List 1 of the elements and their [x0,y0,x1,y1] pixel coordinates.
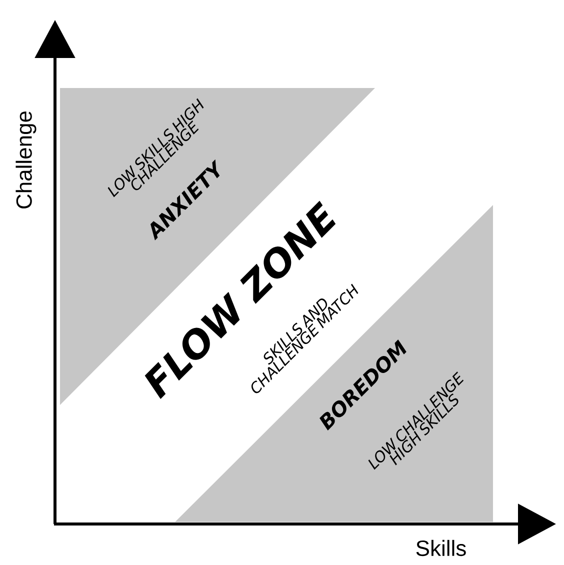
axis-label: Challenge [16,111,36,208]
